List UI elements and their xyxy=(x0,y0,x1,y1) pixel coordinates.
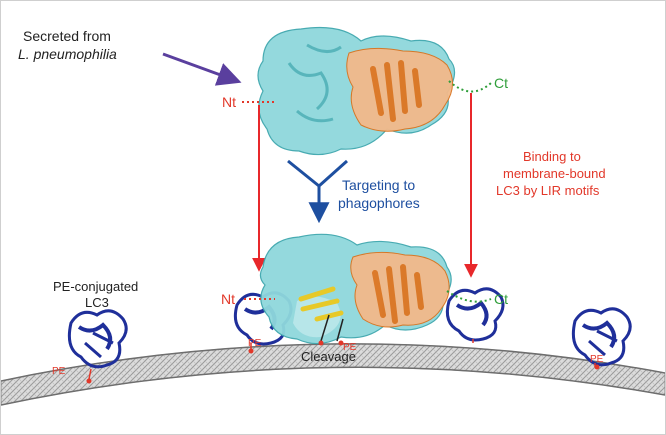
pe-label-right: PE xyxy=(590,354,604,365)
pe-conjugated-label-line2: LC3 xyxy=(85,295,109,310)
binding-label-line1: Binding to xyxy=(523,149,581,164)
lc3-molecule-left xyxy=(67,309,128,384)
lc3-molecule-right xyxy=(571,307,632,370)
ct-top-label: Ct xyxy=(494,75,508,91)
pe-label-left: PE xyxy=(52,366,66,377)
binding-label-line2: membrane-bound xyxy=(503,166,606,181)
nt-bottom-label: Nt xyxy=(221,291,235,307)
ct-tether-bottom xyxy=(446,290,492,303)
ct-tether-top xyxy=(448,80,492,93)
pe-label-cleavage: PE xyxy=(343,342,357,353)
pe-conjugated-label-line1: PE-conjugated xyxy=(53,279,138,294)
binding-label-line3: LC3 by LIR motifs xyxy=(496,183,600,198)
membrane xyxy=(1,343,665,406)
lc3-molecule-bound-ct xyxy=(445,287,505,343)
targeting-label-line1: Targeting to xyxy=(342,177,415,193)
secretion-arrow xyxy=(162,52,242,86)
cleavage-label: Cleavage xyxy=(301,349,356,364)
bound-protein-structure xyxy=(259,233,452,346)
targeting-arrow xyxy=(287,159,348,224)
ct-bottom-label: Ct xyxy=(494,291,508,307)
targeting-label-line2: phagophores xyxy=(338,195,420,211)
secreted-label-line2: L. pneumophilia xyxy=(18,46,117,62)
free-protein-structure xyxy=(257,26,456,156)
nt-top-label: Nt xyxy=(222,94,236,110)
secreted-label-line1: Secreted from xyxy=(23,28,111,44)
pe-label-bound-nt: PE xyxy=(248,338,262,349)
